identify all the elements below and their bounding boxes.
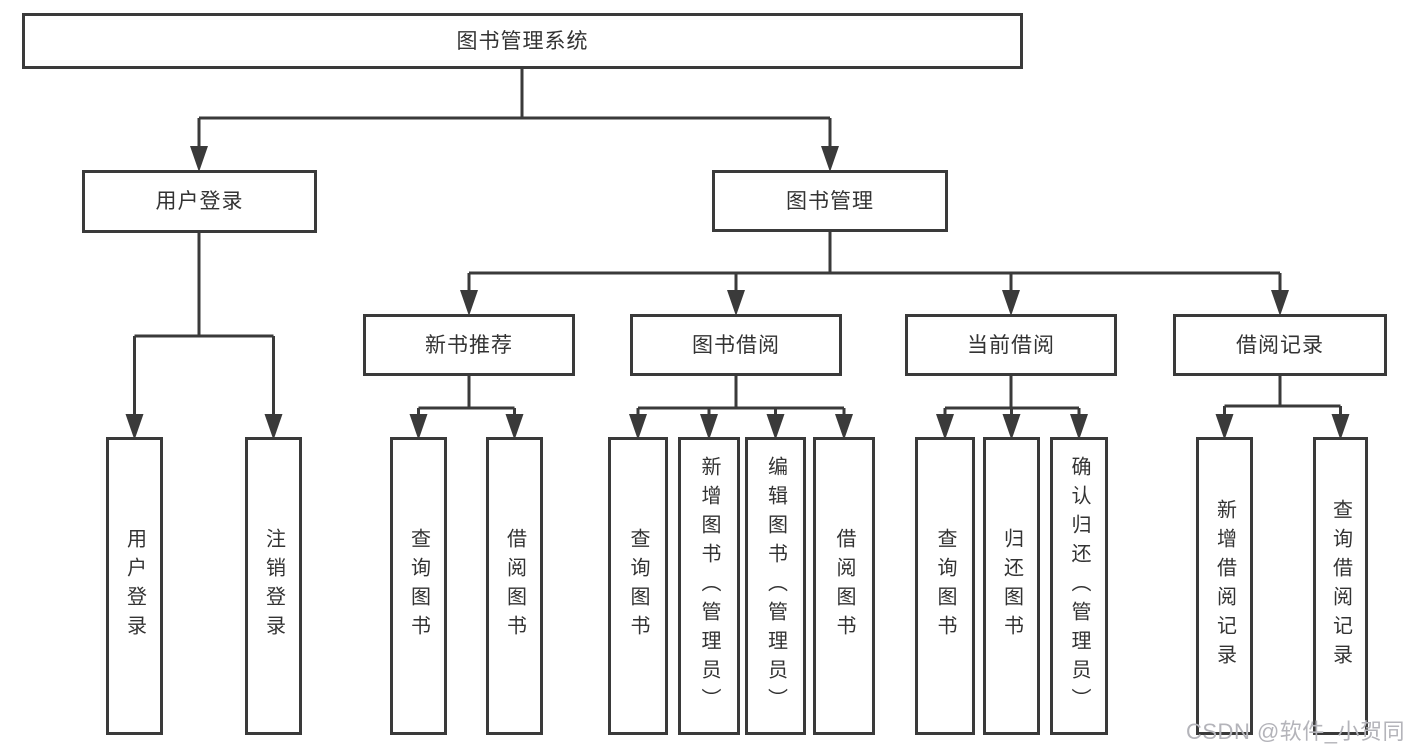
node-borrowing-records: 借阅记录 bbox=[1173, 314, 1387, 376]
connector-borrow-to-leaves bbox=[636, 376, 846, 418]
connector-bookmgmt-to-level3 bbox=[467, 232, 1282, 294]
leaf-user-login: 用户登录 bbox=[106, 437, 163, 735]
leaf-query-borrow-record: 查询借阅记录 bbox=[1313, 437, 1368, 735]
connector-userlogin-to-leaves bbox=[133, 233, 275, 418]
node-user-login: 用户登录 bbox=[82, 170, 317, 233]
leaf-borrow-books: 借阅图书 bbox=[813, 437, 875, 735]
node-book-borrowing: 图书借阅 bbox=[630, 314, 842, 376]
node-book-management: 图书管理 bbox=[712, 170, 948, 232]
connector-recommend-to-leaves bbox=[417, 376, 516, 418]
leaf-confirm-return-admin: 确认归还（管理员） bbox=[1050, 437, 1108, 735]
leaf-query-books-current: 查询图书 bbox=[915, 437, 975, 735]
arrowheads bbox=[125, 146, 1350, 440]
connector-root-to-level2 bbox=[197, 68, 832, 150]
leaf-logout: 注销登录 bbox=[245, 437, 302, 735]
node-library-management-system: 图书管理系统 bbox=[22, 13, 1023, 69]
node-new-book-recommend: 新书推荐 bbox=[363, 314, 575, 376]
leaf-return-books: 归还图书 bbox=[983, 437, 1040, 735]
leaf-edit-books-admin: 编辑图书（管理员） bbox=[745, 437, 806, 735]
csdn-watermark: CSDN @软件_小贺同学 bbox=[1186, 719, 1405, 744]
leaf-borrow-books-recommend: 借阅图书 bbox=[486, 437, 543, 735]
node-current-borrowing: 当前借阅 bbox=[905, 314, 1117, 376]
leaf-add-books-admin: 新增图书（管理员） bbox=[678, 437, 740, 735]
leaf-query-books-recommend: 查询图书 bbox=[390, 437, 447, 735]
connector-current-to-leaves bbox=[943, 376, 1081, 418]
leaf-query-books-borrow: 查询图书 bbox=[608, 437, 668, 735]
leaf-add-borrow-record: 新增借阅记录 bbox=[1196, 437, 1253, 735]
connector-record-to-leaves bbox=[1223, 376, 1342, 418]
